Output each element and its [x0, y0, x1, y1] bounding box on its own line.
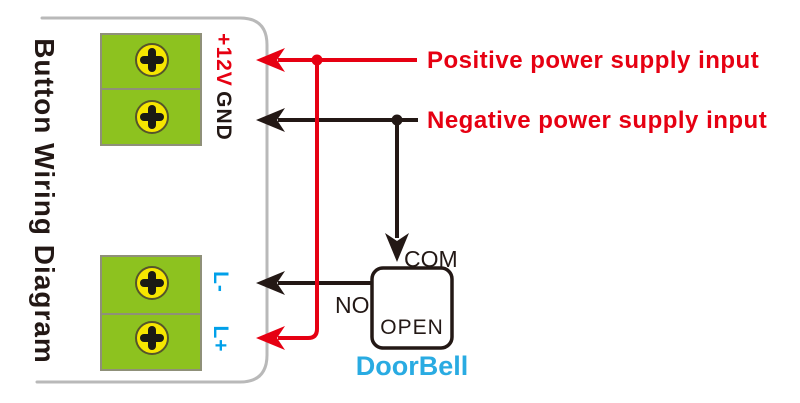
screw-cross-icon: [148, 105, 156, 129]
com-terminal-label: COM: [404, 246, 458, 272]
doorbell-button-box: [370, 266, 454, 350]
screw-icon: [135, 43, 169, 77]
screw-icon: [135, 321, 169, 355]
negative-wire-arrow-gnd-icon: [256, 108, 285, 132]
no-terminal-label: NO: [335, 292, 370, 318]
screw-icon: [135, 100, 169, 134]
no-wire-arrow-lminus-icon: [256, 271, 285, 295]
page-title: Button Wiring Diagram: [29, 38, 60, 364]
positive-wire-junction-dot: [311, 54, 323, 66]
positive-supply-annotation: Positive power supply input: [427, 47, 760, 74]
positive-wire-arrow-12v-icon: [256, 48, 285, 72]
screw-cross-icon: [148, 326, 156, 350]
terminal-label-lminus: L-: [209, 271, 232, 293]
positive-wire-arrow-lplus-icon: [256, 326, 285, 350]
negative-supply-annotation: Negative power supply input: [427, 107, 768, 134]
screw-cross-icon: [148, 271, 156, 295]
screw-icon: [135, 266, 169, 300]
open-button-label: OPEN: [380, 316, 444, 339]
positive-wire-branch: [278, 60, 319, 340]
doorbell-label: DoorBell: [355, 351, 469, 381]
terminal-label-gnd: GND: [212, 91, 235, 141]
terminal-label-lplus: L+: [209, 325, 232, 353]
device-outline: [35, 16, 269, 384]
terminal-label-12v: +12V: [212, 33, 235, 87]
negative-wire-junction-dot: [391, 114, 403, 126]
negative-wire-arrow-com-icon: [385, 233, 409, 262]
screw-cross-icon: [148, 48, 156, 72]
